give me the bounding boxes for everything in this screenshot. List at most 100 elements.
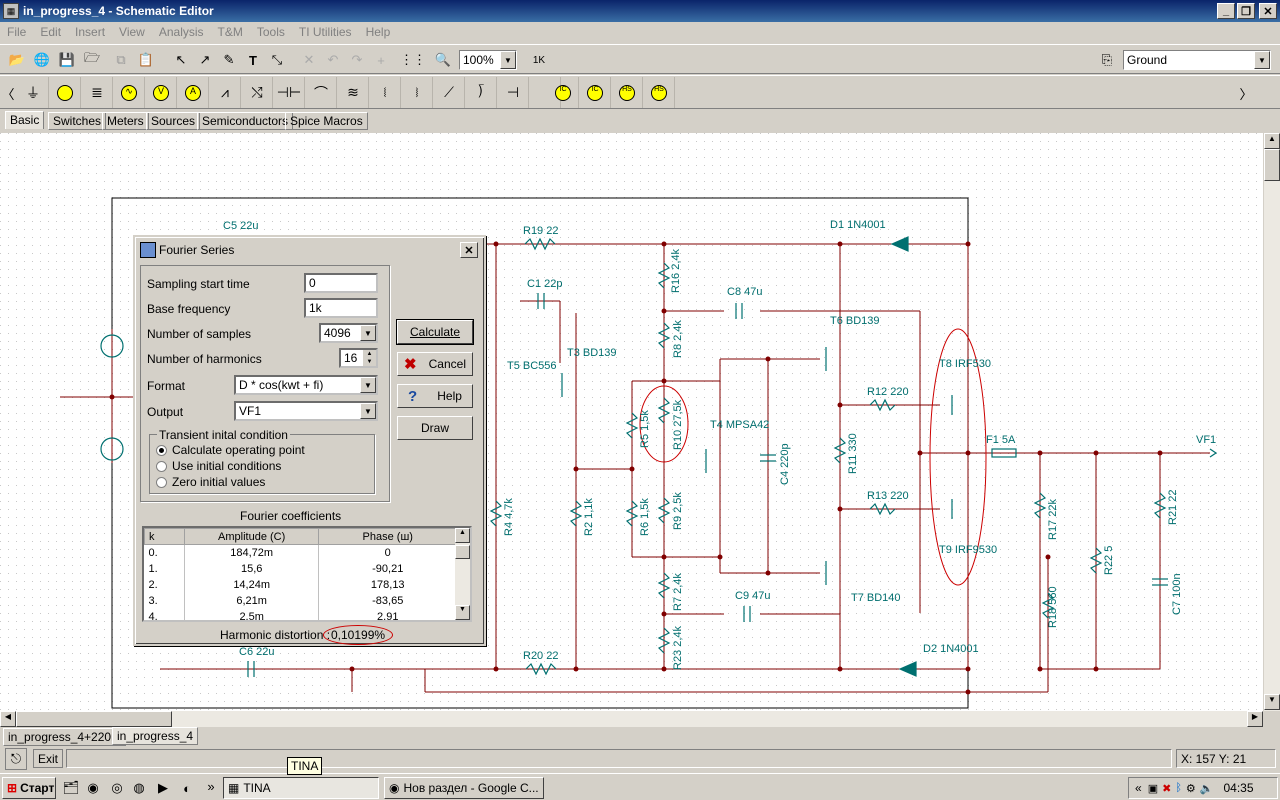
transformer2-icon[interactable]: ⧘ — [402, 77, 433, 108]
exit-icon[interactable]: ⎋ — [5, 748, 27, 770]
tab-basic[interactable]: Basic — [5, 111, 45, 129]
start-button[interactable]: ⊞Старт — [2, 777, 56, 799]
paste-icon[interactable]: 📋 — [137, 52, 155, 67]
open-icon[interactable]: 📂 — [8, 52, 26, 67]
battery-icon[interactable]: ≣ — [82, 77, 113, 108]
tab-meters[interactable]: Meters — [102, 112, 149, 130]
junction-icon[interactable]: + — [377, 52, 385, 68]
minimize-button[interactable]: _ — [1217, 3, 1235, 19]
graphics-icon[interactable]: ⤡ — [271, 52, 283, 67]
component-1k-icon[interactable]: 1K — [532, 54, 546, 66]
copy-icon[interactable]: ⧉ — [116, 52, 126, 67]
cancel-button[interactable]: ✖Cancel — [397, 352, 473, 376]
table-scrollbar[interactable]: ▲ ▼ — [455, 528, 470, 620]
transformer-icon[interactable]: ⧙ — [370, 77, 401, 108]
component-select[interactable]: Ground▼ — [1123, 50, 1271, 70]
tab-switches[interactable]: Switches — [48, 112, 107, 130]
table-scroll-thumb[interactable] — [455, 545, 470, 559]
scroll-left-icon[interactable]: ◀ — [0, 711, 16, 727]
output-select[interactable]: VF1▼ — [234, 401, 378, 421]
hs-current-icon[interactable]: HS — [644, 77, 675, 108]
tab-sources[interactable]: Sources — [146, 112, 201, 130]
coil-icon[interactable]: ≋ — [338, 77, 369, 108]
scroll-right-icon[interactable]: ▶ — [1247, 711, 1263, 727]
tab-semiconductors[interactable]: Semiconductors — [197, 112, 294, 130]
spin-icon[interactable]: ▲▼ — [363, 350, 376, 366]
scroll-up-icon[interactable]: ▲ — [455, 528, 470, 543]
v-meter-icon[interactable]: V — [146, 77, 177, 108]
pencil-icon[interactable]: ✎ — [223, 52, 235, 67]
inductor-icon[interactable]: ⌒ — [306, 77, 337, 108]
volume-icon[interactable]: 🔈 — [1199, 782, 1214, 795]
variable-element-icon[interactable]: ⟌ — [466, 77, 497, 108]
sheet-tab-2[interactable]: in_progress_4 — [112, 727, 199, 745]
menu-tm[interactable]: T&M — [217, 25, 243, 39]
close-button[interactable]: ✕ — [1259, 3, 1277, 19]
app-icon[interactable]: ◐ — [183, 780, 191, 796]
ground-icon[interactable]: ⏚ — [18, 77, 49, 108]
grid-icon[interactable]: ⋮⋮ — [400, 52, 426, 67]
folder-icon[interactable]: 🗁 — [83, 50, 101, 65]
resistor-icon[interactable]: ⩘ — [210, 77, 241, 108]
delete-icon[interactable]: ✕ — [303, 52, 315, 67]
maximize-button[interactable]: ❐ — [1237, 3, 1255, 19]
jumper-icon[interactable]: ⊣ — [498, 77, 529, 108]
network-icon[interactable]: ▣ — [1147, 782, 1159, 795]
voltage-source-icon[interactable] — [50, 77, 81, 108]
horizontal-scroll-thumb[interactable] — [16, 711, 172, 727]
vertical-scroll-thumb[interactable] — [1264, 149, 1280, 181]
globe-icon[interactable]: 🌐 — [33, 52, 51, 67]
num-samples-select[interactable]: 4096▼ — [319, 323, 378, 343]
potentiometer-icon[interactable]: ⤭ — [242, 77, 273, 108]
scroll-down-icon[interactable]: ▼ — [1264, 694, 1280, 710]
menu-edit[interactable]: Edit — [40, 25, 62, 39]
save-icon[interactable]: 💾 — [58, 52, 76, 67]
scroll-left-icon[interactable]: 〈 — [1, 86, 15, 102]
menu-help[interactable]: Help — [365, 25, 391, 39]
radio-initial-cond[interactable] — [156, 461, 167, 472]
media-player-icon[interactable]: ▶ — [158, 780, 168, 795]
hs-source-icon[interactable]: HS — [612, 77, 643, 108]
base-frequency-input[interactable]: 1k — [304, 298, 378, 318]
exit-button[interactable]: Exit — [33, 749, 63, 768]
switch-icon[interactable]: ⟋ — [434, 77, 465, 108]
zoom-select[interactable]: 100%▼ — [459, 50, 517, 70]
menu-file[interactable]: File — [7, 25, 27, 39]
sampling-start-input[interactable]: 0 — [304, 273, 378, 293]
explorer-icon[interactable]: 🗂 — [62, 780, 80, 795]
radio-calc-op[interactable] — [156, 445, 167, 456]
bluetooth-icon[interactable]: ᛒ — [1175, 782, 1182, 794]
dialog-close-icon[interactable]: ✕ — [460, 242, 478, 258]
menu-tools[interactable]: Tools — [256, 25, 285, 39]
redo-icon[interactable]: ↷ — [351, 52, 363, 67]
pointer-icon[interactable]: ↖ — [175, 52, 187, 67]
voltmeter-icon[interactable]: ∿ — [114, 77, 145, 108]
tray-expand-icon[interactable]: « — [1135, 781, 1142, 795]
ic-current-icon[interactable]: IC — [580, 77, 611, 108]
help-button[interactable]: ?Help — [397, 384, 473, 408]
draw-button[interactable]: Draw — [397, 416, 473, 440]
format-select[interactable]: D * cos(kwt + fi)▼ — [234, 375, 378, 395]
table-row[interactable]: 3.6,21m-83,65 — [144, 592, 457, 609]
chrome-icon[interactable]: ◉ — [87, 780, 99, 795]
menu-ti-utilities[interactable]: TI Utilities — [298, 25, 352, 39]
vertical-scrollbar[interactable]: ▲ ▼ — [1263, 133, 1280, 711]
browser-icon[interactable]: ◎ — [111, 780, 123, 795]
menu-analysis[interactable]: Analysis — [158, 25, 204, 39]
task-tina[interactable]: ▦TINA — [223, 777, 379, 799]
horizontal-scrollbar[interactable]: ◀ ▶ — [0, 711, 1263, 727]
component-picker-icon[interactable]: ⎘ — [1101, 52, 1113, 67]
text-icon[interactable]: T — [249, 52, 257, 68]
cancel-tray-icon[interactable]: ✖ — [1162, 782, 1172, 795]
num-harmonics-stepper[interactable]: 16▲▼ — [339, 348, 378, 368]
calculate-button[interactable]: Calculate — [396, 319, 474, 345]
table-row[interactable]: 1.15,6-90,21 — [144, 560, 457, 577]
task-chrome[interactable]: ◉Нов раздел - Google C... — [384, 777, 544, 799]
tab-spice-macros[interactable]: Spice Macros — [285, 112, 368, 130]
scroll-up-icon[interactable]: ▲ — [1264, 133, 1280, 149]
settings-icon[interactable]: ⚙ — [1185, 782, 1196, 795]
chevron-right-icon[interactable]: » — [207, 778, 215, 794]
menu-insert[interactable]: Insert — [75, 25, 106, 39]
